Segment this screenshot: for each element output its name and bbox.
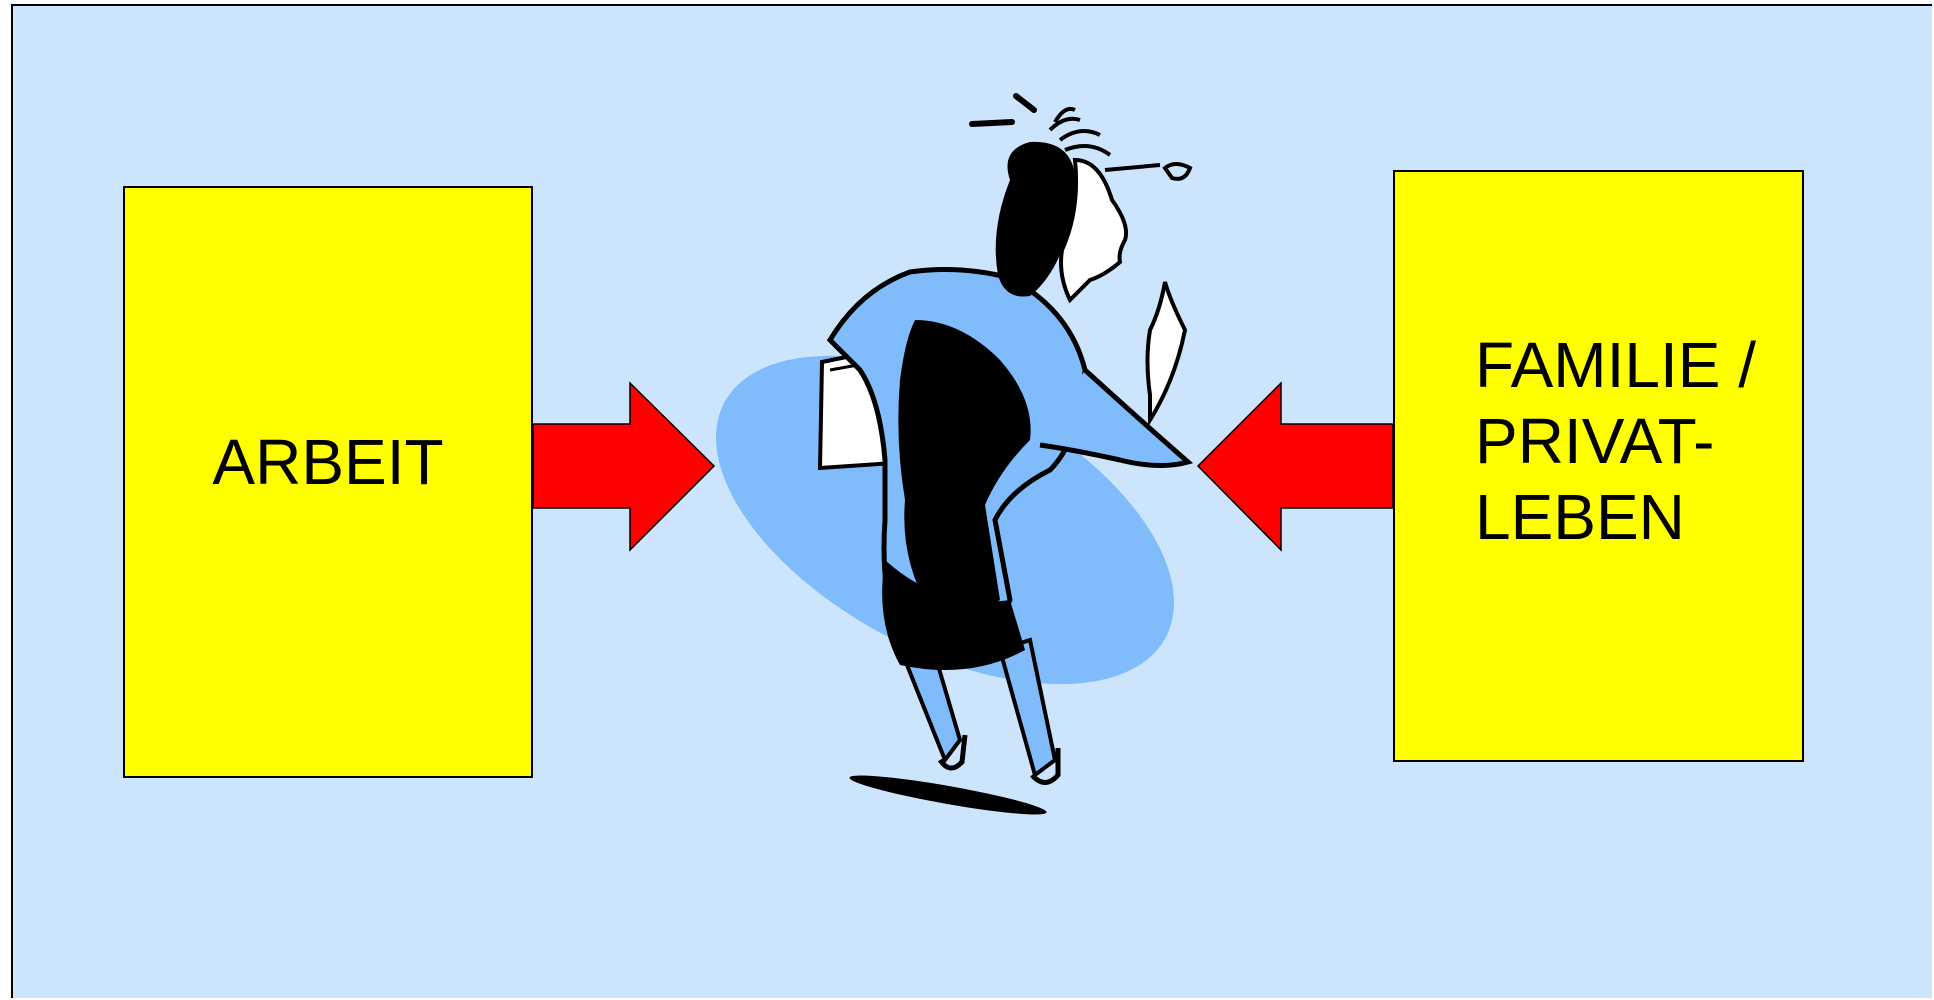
running-woman-with-briefcase-icon <box>663 96 1227 821</box>
left-arrow <box>533 383 714 550</box>
right-arrow <box>1198 383 1393 550</box>
